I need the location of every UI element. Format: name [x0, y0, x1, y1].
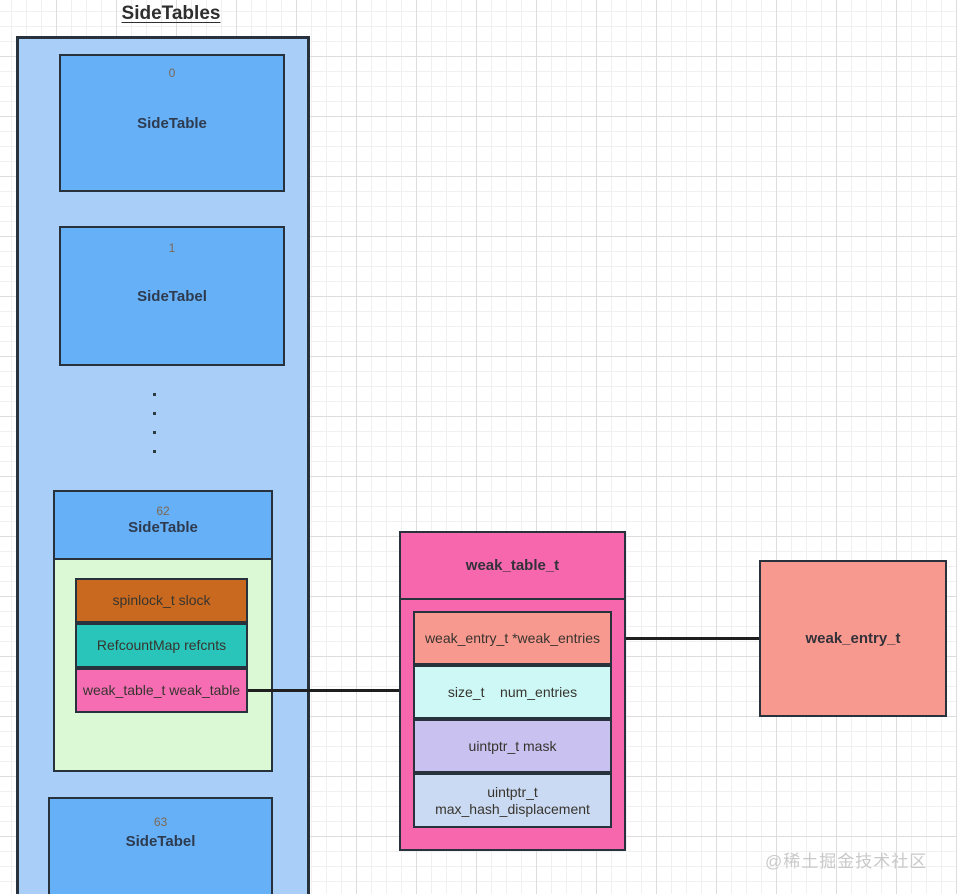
weak-table-title: weak_table_t: [401, 533, 624, 600]
field-label: size_t num_entries: [447, 683, 578, 700]
field-label: uintptr_t max_hash_displacement: [435, 783, 590, 817]
field-weak-table: weak_table_t weak_table: [75, 668, 248, 713]
field-refcnts: RefcountMap refcnts: [75, 623, 248, 668]
sidetable-index: 1: [168, 241, 176, 255]
weak-table-field-mask: uintptr_t mask: [413, 719, 612, 773]
sidetable-index: 0: [168, 66, 176, 80]
field-label: weak_table_t weak_table: [82, 682, 241, 698]
field-label: uintptr_t mask: [468, 737, 557, 754]
field-label: weak_entry_t *weak_entries: [424, 629, 601, 646]
ellipsis-dot: [153, 450, 156, 453]
field-label: spinlock_t slock: [112, 592, 211, 608]
watermark: @稀土掘金技术社区: [765, 852, 928, 871]
weak-table-field-weak-entries: weak_entry_t *weak_entries: [413, 611, 612, 665]
ellipsis-dot: [153, 393, 156, 396]
weak-table-field-num-entries: size_t num_entries: [413, 665, 612, 719]
weak-entry-box: weak_entry_t: [759, 560, 947, 717]
connector-weaktable-line: [248, 689, 400, 692]
sidetable-box-1: 1 SideTabel: [59, 226, 285, 366]
field-slock: spinlock_t slock: [75, 578, 248, 623]
sidetable-index: 62: [156, 504, 170, 518]
sidetable-index: 63: [153, 815, 168, 829]
weak-table-field-max-hash-displacement: uintptr_t max_hash_displacement: [413, 773, 612, 828]
diagram-title: SideTables: [121, 3, 221, 24]
sidetable-box-0: 0 SideTable: [59, 54, 285, 192]
field-label: RefcountMap refcnts: [96, 637, 227, 653]
ellipsis-dot: [153, 412, 156, 415]
ellipsis-dot: [153, 431, 156, 434]
sidetable-name: SideTabel: [137, 288, 207, 305]
sidetable-box-62: 62 SideTable: [53, 490, 273, 560]
connector-weakentry-line: [612, 637, 760, 640]
sidetable-box-63: 63 SideTabel: [48, 797, 273, 894]
sidetable-name: SideTable: [137, 115, 207, 132]
sidetable-name: SideTable: [128, 519, 198, 536]
sidetable-name: SideTabel: [125, 833, 196, 850]
weak-table-title-label: weak_table_t: [465, 557, 560, 574]
weak-entry-title-label: weak_entry_t: [805, 630, 901, 647]
